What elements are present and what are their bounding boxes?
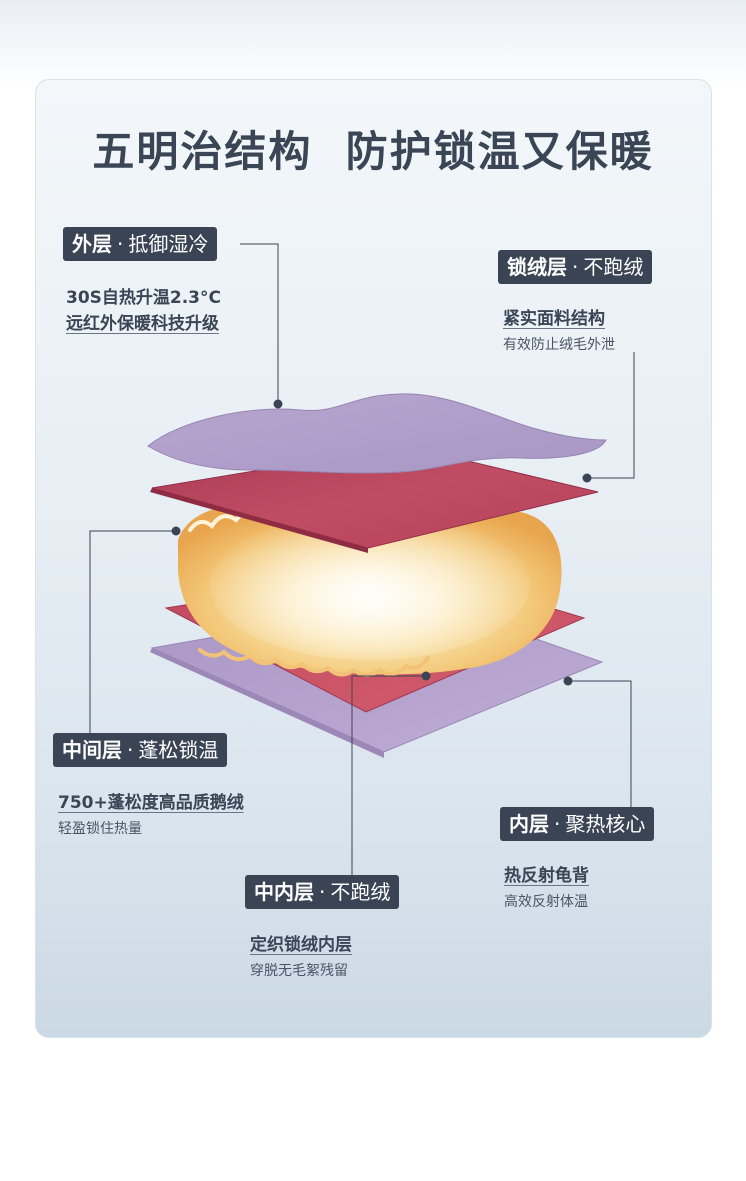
outer-layer-separator: · — [117, 232, 124, 256]
middle-layer-tag: 中间层·蓬松锁温 — [53, 733, 228, 767]
lock-layer-line2: 有效防止绒毛外泄 — [503, 337, 615, 353]
inner-layer-trait: 聚热核心 — [565, 812, 646, 836]
top-background — [0, 0, 746, 90]
middle-layer-trait: 蓬松锁温 — [138, 738, 219, 762]
page-title: 五明治结构 防护锁温又保暖 — [92, 127, 654, 176]
leader-line-middle — [89, 530, 176, 738]
outer-layer-name: 外层 — [72, 232, 112, 256]
outer-layer-trait: 抵御湿冷 — [128, 232, 209, 256]
midinner-layer-separator: · — [319, 880, 326, 904]
leader-line-lock — [587, 352, 635, 479]
midinner-layer-name: 中内层 — [254, 880, 314, 904]
middle-layer-line1: 750+蓬松度高品质鹅绒 — [58, 793, 244, 813]
midinner-layer-line2: 穿脱无毛絮残留 — [250, 963, 348, 979]
leader-line-inner — [568, 680, 632, 810]
inner-layer-line1: 热反射龟背 — [504, 866, 589, 886]
middle-layer-separator: · — [127, 738, 134, 762]
inner-layer-name: 内层 — [509, 812, 549, 836]
lock-layer-trait: 不跑绒 — [583, 255, 644, 279]
leader-line-outer — [240, 243, 279, 404]
midinner-layer-tag: 中内层·不跑绒 — [245, 875, 400, 909]
midinner-layer-trait: 不跑绒 — [330, 880, 391, 904]
lock-layer-separator: · — [572, 255, 579, 279]
lock-layer-tag: 锁绒层·不跑绒 — [498, 250, 653, 284]
middle-layer-name: 中间层 — [62, 738, 122, 762]
lock-layer-line1: 紧实面料结构 — [503, 309, 605, 329]
lock-layer-name: 锁绒层 — [507, 255, 567, 279]
leader-line-midinner — [351, 675, 426, 876]
outer-layer-line1: 30S自热升温2.3°C — [66, 288, 221, 308]
midinner-layer-line1: 定织锁绒内层 — [250, 935, 352, 955]
down-fill-shape — [178, 499, 562, 677]
outer-layer-line2: 远红外保暖科技升级 — [66, 314, 219, 334]
outer-layer-tag: 外层·抵御湿冷 — [63, 227, 218, 261]
outer-layer-shape — [147, 393, 607, 474]
inner-layer-line2: 高效反射体温 — [504, 894, 588, 910]
middle-layer-line2: 轻盈锁住热量 — [58, 821, 142, 837]
inner-layer-separator: · — [554, 812, 561, 836]
inner-layer-tag: 内层·聚热核心 — [500, 807, 655, 841]
